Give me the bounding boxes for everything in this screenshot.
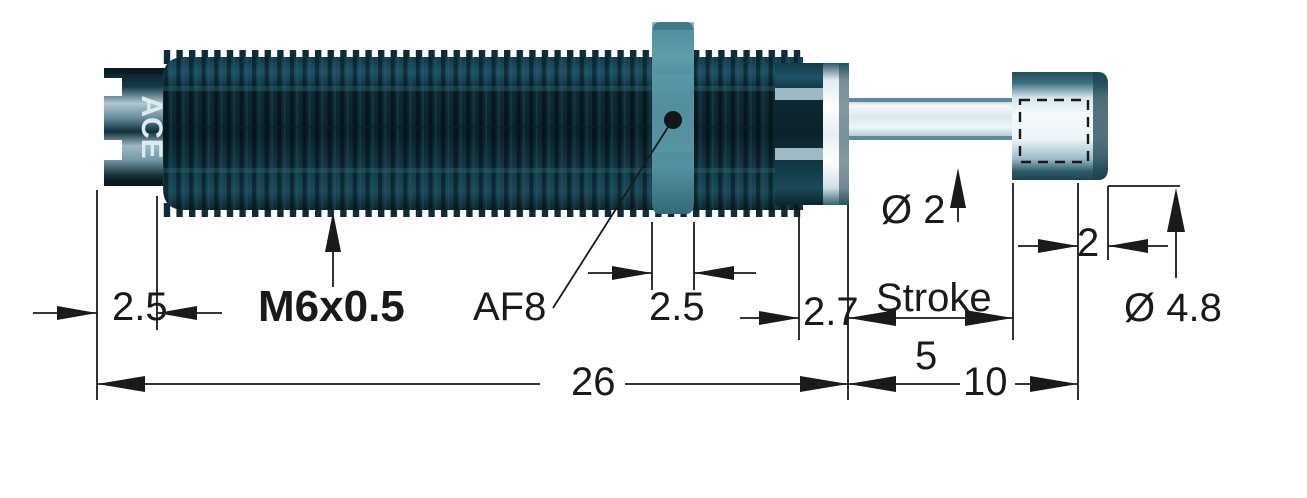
dim-flange-thickness-label: 2.5 bbox=[649, 285, 705, 329]
across-flats-leader bbox=[552, 123, 671, 309]
cap-diameter-leader bbox=[1167, 188, 1185, 278]
dim-body-length-line bbox=[97, 376, 848, 392]
dimension-lines bbox=[96, 183, 1180, 400]
threaded-body bbox=[163, 50, 803, 217]
dim-stroke-arrows bbox=[848, 310, 1013, 326]
dim-shoulder-width-label: 2.7 bbox=[803, 290, 859, 334]
dim-cap-diameter-label: Ø 4.8 bbox=[1124, 286, 1222, 330]
dim-extension-length-label: 10 bbox=[963, 360, 1008, 404]
hidden-bore-outline bbox=[1018, 98, 1090, 164]
dim-body-length-label: 26 bbox=[571, 360, 616, 404]
dim-left-cap-width-label: 2.5 bbox=[112, 285, 168, 329]
brand-logo-ace: ACE bbox=[135, 95, 168, 158]
piston-rod bbox=[849, 98, 1021, 140]
dim-thread-spec-label: M6x0.5 bbox=[258, 282, 405, 331]
dim-across-flats-label: AF8 bbox=[473, 285, 547, 329]
dim-stroke-label: Stroke bbox=[876, 276, 992, 320]
rod-diameter-leader bbox=[950, 168, 966, 222]
dim-stroke-value-label: 5 bbox=[915, 334, 938, 378]
dim-flange-thickness-arrows bbox=[588, 266, 756, 280]
dim-shoulder-width-arrows bbox=[740, 311, 799, 325]
dim-rod-cap-width-arrows bbox=[1018, 239, 1168, 253]
thread-spec-leader bbox=[325, 212, 341, 287]
barrel-shoulder bbox=[775, 63, 849, 205]
hex-flange bbox=[652, 22, 694, 214]
rod-end-cap bbox=[1012, 72, 1108, 180]
dim-rod-cap-width-label: 2 bbox=[1077, 221, 1100, 265]
dim-extension-length-line bbox=[848, 376, 1078, 392]
dim-rod-diameter-label: Ø 2 bbox=[881, 188, 946, 232]
flange-leader-dot bbox=[664, 111, 682, 129]
dim-left-cap-width-arrows bbox=[33, 306, 222, 320]
end-cap-left: ACE bbox=[100, 68, 168, 186]
